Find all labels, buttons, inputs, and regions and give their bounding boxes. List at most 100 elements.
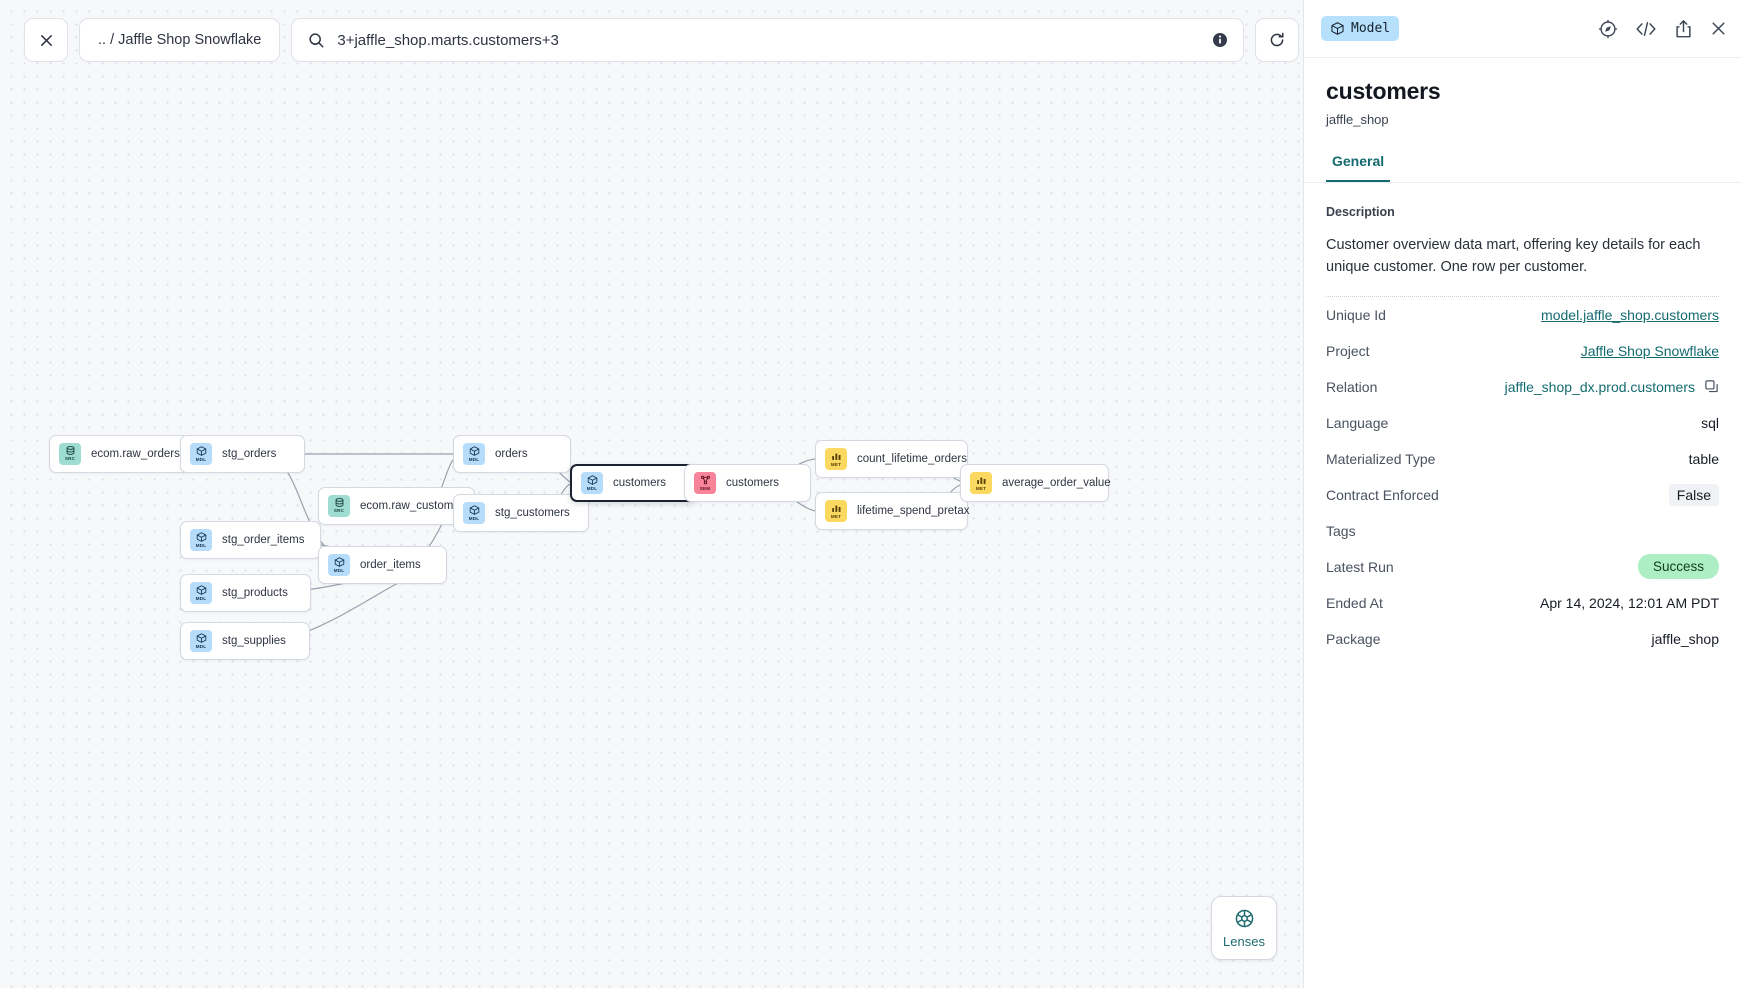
detail-row-key: Package xyxy=(1326,630,1381,647)
tab-general[interactable]: General xyxy=(1326,153,1391,182)
detail-row-value: sql xyxy=(1701,414,1719,431)
mdl-type-icon: MDL xyxy=(190,443,212,465)
detail-row-value-wrap: Apr 14, 2024, 12:01 AM PDT xyxy=(1540,595,1719,611)
mdl-type-icon: MDL xyxy=(190,582,212,604)
detail-row-key: Latest Run xyxy=(1326,558,1394,575)
mdl-type-icon: MDL xyxy=(463,502,485,524)
graph-node-label: stg_order_items xyxy=(222,534,305,546)
detail-row-relation: Relation jaffle_shop_dx.prod.customers xyxy=(1326,369,1719,405)
lineage-canvas[interactable]: .. / Jaffle Shop Snowflake xyxy=(0,0,1303,988)
graph-node-stg_customers[interactable]: MDL stg_customers xyxy=(453,494,589,532)
description-label: Description xyxy=(1326,205,1395,219)
detail-row-value-wrap: jaffle_shop_dx.prod.customers xyxy=(1505,379,1719,395)
page-title: customers xyxy=(1326,78,1441,104)
detail-row-value-wrap: model.jaffle_shop.customers xyxy=(1541,307,1719,323)
detail-row-package: Package jaffle_shop xyxy=(1326,621,1719,657)
met-type-icon: MET xyxy=(970,472,992,494)
description-divider xyxy=(1326,295,1719,297)
graph-node-label: stg_products xyxy=(222,587,288,599)
graph-node-label: order_items xyxy=(360,559,421,571)
graph-node-label: count_lifetime_orders xyxy=(857,453,967,465)
detail-row-value: table xyxy=(1688,450,1719,467)
detail-row-value[interactable]: Jaffle Shop Snowflake xyxy=(1580,342,1719,359)
graph-node-label: stg_orders xyxy=(222,448,277,460)
met-type-icon: MET xyxy=(825,500,847,522)
detail-row-latest-run: Latest Run Success xyxy=(1326,549,1719,585)
graph-node-label: orders xyxy=(495,448,528,460)
graph-node-customers[interactable]: SEM customers xyxy=(684,464,811,502)
graph-node-stg_order_items[interactable]: MDL stg_order_items xyxy=(180,521,321,559)
detail-row-key: Contract Enforced xyxy=(1326,486,1439,503)
graph-node-stg_products[interactable]: MDL stg_products xyxy=(180,574,311,612)
lenses-button[interactable]: Lenses xyxy=(1211,896,1277,960)
detail-row-key: Tags xyxy=(1326,522,1356,539)
graph-node-label: customers xyxy=(726,477,780,489)
mdl-type-icon: MDL xyxy=(190,529,212,551)
graph-node-count_lifetime_orders[interactable]: MET count_lifetime_orders xyxy=(815,440,968,478)
detail-row-key: Ended At xyxy=(1326,594,1383,611)
breadcrumb[interactable]: .. / Jaffle Shop Snowflake xyxy=(79,18,281,62)
refresh-button[interactable] xyxy=(1255,18,1300,62)
lineage-search[interactable] xyxy=(291,18,1245,62)
detail-row-value: False xyxy=(1668,483,1719,506)
graph-node-label: customers xyxy=(613,477,667,489)
graph-node-stg_supplies[interactable]: MDL stg_supplies xyxy=(180,622,310,660)
panel-actions xyxy=(1598,19,1727,39)
detail-row-value-wrap: jaffle_shop xyxy=(1652,631,1719,647)
canvas-toolbar: .. / Jaffle Shop Snowflake xyxy=(24,18,1300,62)
detail-row-value[interactable]: model.jaffle_shop.customers xyxy=(1541,306,1719,323)
page-subtitle: jaffle_shop xyxy=(1326,112,1389,127)
graph-node-label: stg_supplies xyxy=(222,635,286,647)
graph-node-label: ecom.raw_customers xyxy=(360,500,470,512)
detail-row-value-wrap: Success xyxy=(1637,554,1719,580)
graph-node-ecom-raw_customers[interactable]: SRC ecom.raw_customers xyxy=(318,487,475,525)
cube-icon xyxy=(1330,21,1345,36)
explore-icon[interactable] xyxy=(1598,19,1618,39)
detail-row-key: Unique Id xyxy=(1326,306,1386,323)
detail-row-value-wrap: sql xyxy=(1701,415,1719,431)
met-type-icon: MET xyxy=(825,448,847,470)
panel-body: Description Customer overview data mart,… xyxy=(1304,183,1741,988)
graph-node-average_order_value[interactable]: MET average_order_value xyxy=(960,464,1111,502)
graph-node-label: stg_customers xyxy=(495,507,570,519)
resource-type-label: Model xyxy=(1351,21,1391,36)
close-lineage-button[interactable] xyxy=(24,18,68,62)
detail-row-value: Apr 14, 2024, 12:01 AM PDT xyxy=(1540,594,1719,611)
src-type-icon: SRC xyxy=(328,495,350,517)
graph-node-stg_orders[interactable]: MDL stg_orders xyxy=(180,435,305,473)
graph-node-order_items[interactable]: MDL order_items xyxy=(318,546,447,584)
sem-type-icon: SEM xyxy=(694,472,716,494)
mdl-type-icon: MDL xyxy=(328,554,350,576)
detail-row-value[interactable]: jaffle_shop_dx.prod.customers xyxy=(1504,378,1695,395)
panel-header: Model xyxy=(1304,0,1741,58)
detail-row-key: Relation xyxy=(1326,378,1378,395)
detail-row-ended-at: Ended At Apr 14, 2024, 12:01 AM PDT xyxy=(1326,585,1719,621)
detail-row-project: Project Jaffle Shop Snowflake xyxy=(1326,333,1719,369)
code-icon[interactable] xyxy=(1635,20,1657,38)
graph-node-lifetime_spend_pretax[interactable]: MET lifetime_spend_pretax xyxy=(815,492,970,530)
refresh-icon xyxy=(1268,31,1286,49)
share-icon[interactable] xyxy=(1674,19,1693,39)
mdl-type-icon: MDL xyxy=(190,630,212,652)
detail-row-tags: Tags xyxy=(1326,513,1719,549)
description-text: Customer overview data mart, offering ke… xyxy=(1326,237,1701,276)
graph-node-label: average_order_value xyxy=(1002,477,1111,489)
close-panel-icon[interactable] xyxy=(1710,20,1727,37)
details-panel: Model xyxy=(1303,0,1741,988)
graph-node-label: lifetime_spend_pretax xyxy=(857,505,970,517)
info-icon[interactable] xyxy=(1212,32,1228,48)
search-input[interactable] xyxy=(337,31,1201,49)
detail-row-value: jaffle_shop xyxy=(1651,630,1719,647)
detail-row-key: Language xyxy=(1326,414,1389,431)
search-icon xyxy=(308,32,325,49)
copy-icon[interactable] xyxy=(1704,379,1719,394)
detail-row-key: Project xyxy=(1326,342,1370,359)
detail-row-language: Language sql xyxy=(1326,405,1719,441)
close-icon xyxy=(39,33,54,48)
